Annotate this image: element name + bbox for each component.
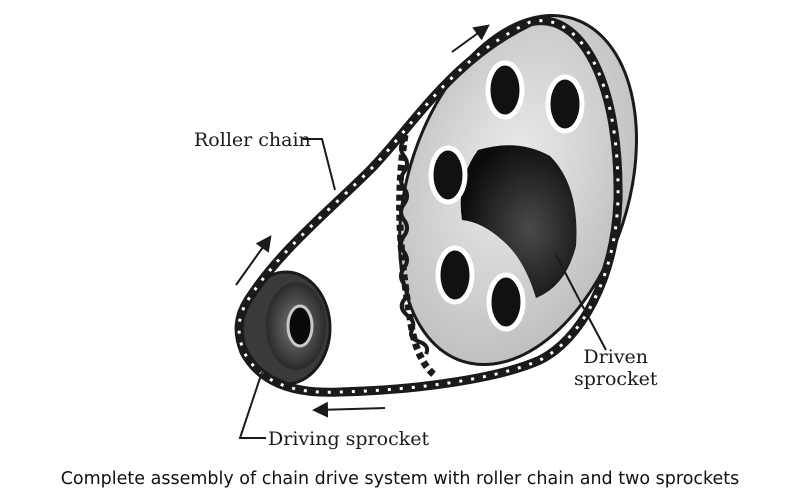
hole xyxy=(486,272,526,332)
driven-sprocket xyxy=(398,13,638,367)
roller-chain xyxy=(234,16,623,397)
hole xyxy=(428,145,468,205)
hole xyxy=(545,74,585,134)
driving-sprocket xyxy=(240,270,332,386)
driven-sprocket-label: Driven sprocket xyxy=(574,346,658,390)
arrow-icon xyxy=(312,401,386,418)
driven-sprocket-hub xyxy=(460,145,577,298)
hole xyxy=(485,60,525,120)
driving-sprocket-label: Driving sprocket xyxy=(268,428,430,450)
arrow-icon xyxy=(235,235,272,286)
roller-chain-leader xyxy=(303,138,336,191)
hole xyxy=(435,245,475,305)
roller-chain-label: Roller chain xyxy=(194,129,311,151)
driving-sprocket-leader xyxy=(238,371,266,439)
figure-caption: Complete assembly of chain drive system … xyxy=(60,469,740,489)
driving-sprocket-bore xyxy=(286,304,314,348)
chain-links xyxy=(237,19,620,394)
chain-inner-strand xyxy=(396,134,439,379)
driven-sprocket-leader xyxy=(555,254,607,351)
arrow-icon xyxy=(451,24,490,53)
